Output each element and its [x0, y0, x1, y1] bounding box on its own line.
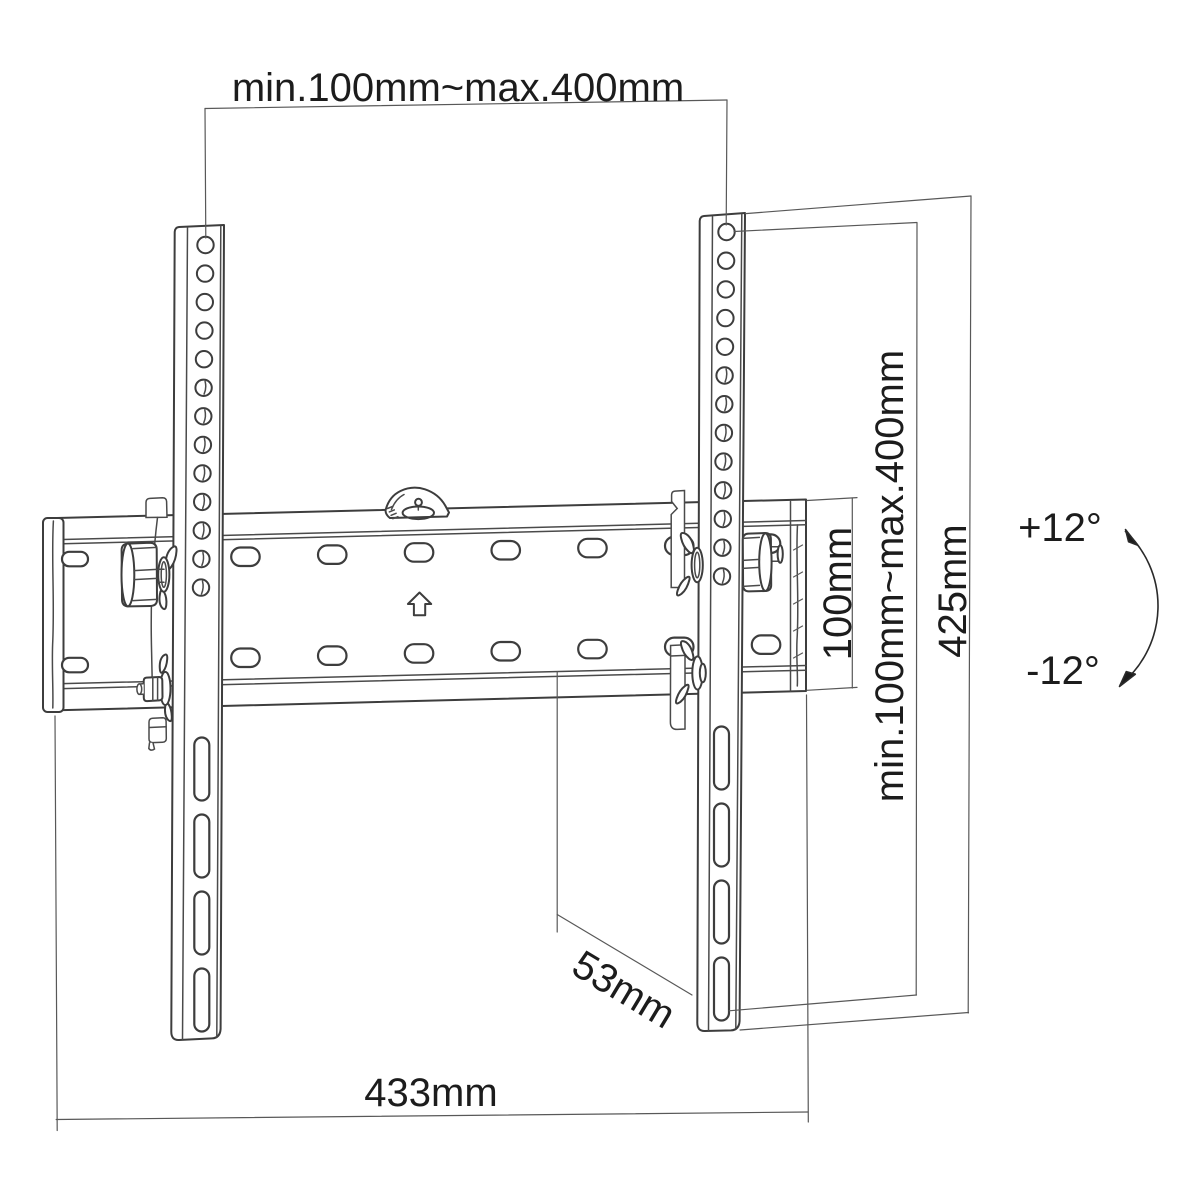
dim-arm-height-label: 425mm: [931, 524, 975, 657]
mounting-hole: [195, 264, 215, 283]
mounting-hole: [194, 378, 213, 397]
dim-plate-height-label: 100mm: [816, 527, 860, 660]
wall-plate-left-endcap: [42, 517, 65, 713]
mounting-hole: [715, 395, 734, 414]
mounting-slot: [193, 736, 211, 802]
mounting-hole: [717, 222, 736, 242]
left-vesa-arm: [170, 224, 225, 1042]
left-clamp-knob: [120, 541, 178, 611]
mounting-slot: [712, 725, 731, 791]
mounting-slot: [230, 546, 261, 568]
mounting-hole: [196, 235, 215, 255]
mounting-hole: [714, 423, 734, 443]
wall-plate-right-endcap: [789, 500, 804, 693]
mounting-slot: [577, 537, 608, 559]
mounting-slot: [193, 890, 211, 956]
mounting-hole: [716, 308, 735, 328]
mounting-slot: [60, 550, 90, 568]
dim-depth-label: 53mm: [565, 942, 683, 1037]
mounting-hole: [194, 407, 213, 426]
dim-vesa-height: min.100mm~max.400mm: [728, 221, 918, 1012]
mounting-hole: [712, 567, 732, 586]
plate-center-tab: [384, 486, 450, 521]
mounting-slot: [193, 813, 211, 879]
tilt-down-label: -12°: [1026, 649, 1100, 693]
mounting-hole: [194, 350, 214, 369]
mounting-slot: [60, 656, 90, 674]
mounting-slot: [712, 956, 731, 1022]
dim-vesa-height-label: min.100mm~max.400mm: [868, 350, 912, 802]
mounting-hole: [713, 481, 733, 500]
mounting-slot: [712, 879, 731, 945]
bracket-illustration: min.100mm~max.400mm 100mm min.100mm~max.…: [42, 66, 1159, 1132]
mounting-slot: [316, 544, 348, 566]
mounting-slot: [316, 645, 348, 667]
mounting-hole: [714, 452, 733, 471]
right-vesa-arm: [696, 212, 746, 1033]
mounting-hole: [192, 521, 212, 540]
dim-vesa-width: min.100mm~max.400mm: [204, 66, 728, 239]
left-lock-bolt: [136, 653, 173, 723]
wall-plate: [42, 486, 807, 713]
mounting-slot: [403, 542, 435, 563]
right-lock-bolt: [674, 640, 707, 705]
tilt-up-label: +12°: [1018, 506, 1102, 550]
dim-plate-width: 433mm: [54, 694, 809, 1132]
left-arm-hook: [145, 497, 168, 751]
dim-plate-height: 100mm: [806, 497, 860, 691]
up-arrow-icon: [406, 591, 433, 617]
mounting-slot: [230, 647, 261, 669]
mounting-hole: [193, 492, 212, 512]
right-arm-hook: [669, 489, 686, 731]
dim-arm-height: 425mm: [739, 195, 975, 1031]
mounting-slot: [490, 640, 522, 662]
dim-plate-width-label: 433mm: [364, 1071, 497, 1115]
dim-vesa-width-label: min.100mm~max.400mm: [232, 66, 684, 110]
mounting-slot: [490, 539, 522, 561]
mounting-slot: [750, 634, 782, 656]
mounting-hole: [193, 435, 213, 455]
mounting-hole: [716, 280, 735, 299]
mounting-hole: [716, 251, 736, 270]
mounting-hole: [195, 292, 215, 312]
mounting-hole: [191, 578, 211, 597]
right-clamp-knob: [675, 531, 784, 597]
mounting-hole: [713, 509, 732, 529]
mounting-slot: [403, 643, 435, 664]
mounting-hole: [192, 549, 211, 569]
tilt-annotation: +12° -12°: [1018, 506, 1159, 693]
mounting-hole: [713, 538, 732, 557]
mounting-slot: [193, 967, 211, 1033]
mounting-hole: [195, 321, 214, 340]
mounting-hole: [715, 337, 735, 356]
mounting-hole: [193, 464, 212, 483]
mounting-slot: [577, 638, 608, 660]
mounting-slot: [712, 802, 731, 868]
mounting-hole: [715, 366, 734, 385]
